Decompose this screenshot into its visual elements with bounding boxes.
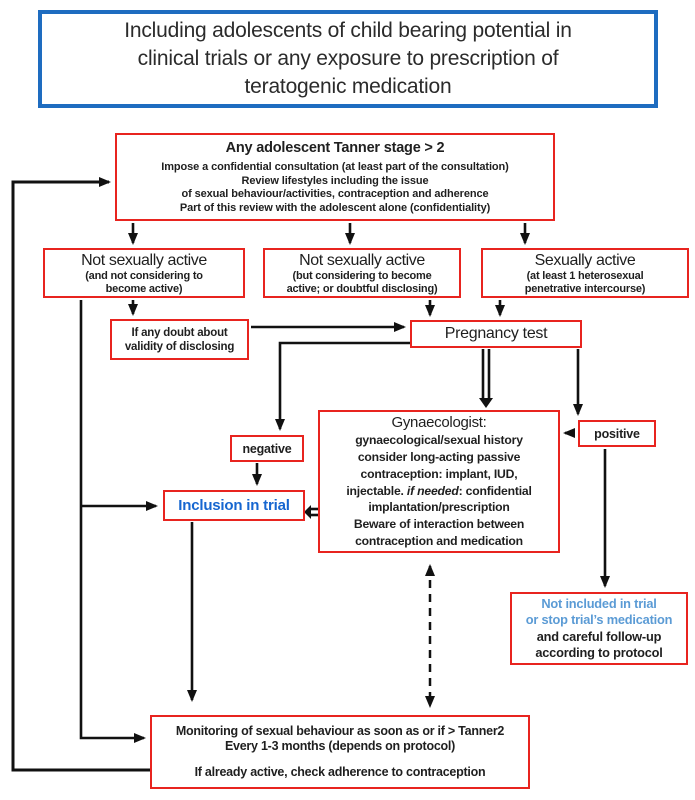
node-inclusion-in-trial: Inclusion in trial: [163, 490, 305, 521]
node-line-blue: or stop trial’s medication: [525, 612, 673, 627]
node-pregnancy-test: Pregnancy test: [410, 320, 582, 348]
node-sexually-active: Sexually active (at least 1 heterosexual…: [481, 248, 689, 298]
line-notactive1-to-monitoring: [79, 300, 146, 743]
node-not-sexually-active-2: Not sexually active (but considering to …: [263, 248, 461, 298]
node-not-included: Not included in trial or stop trial’s me…: [510, 592, 688, 665]
node-tanner-line: Impose a confidential consultation (at l…: [161, 161, 509, 173]
node-negative: negative: [230, 435, 304, 462]
node-line: contraception and medication: [355, 534, 523, 548]
node-line: Beware of interaction between: [353, 517, 525, 532]
node-positive: positive: [578, 420, 656, 447]
feedback-monitoring-to-tanner: [11, 177, 150, 772]
node-subline: (but considering to become: [292, 270, 432, 282]
node-doubt-validity: If any doubt about validity of disclosin…: [110, 319, 249, 360]
node-subline: (and not considering to: [85, 270, 203, 282]
node-tanner-line: of sexual behaviour/activities, contrace…: [181, 188, 489, 200]
node-line: and careful follow-up: [536, 628, 662, 644]
node-subline: penetrative intercourse): [524, 282, 646, 295]
node-line: implantation/prescription: [368, 500, 510, 515]
title-line: teratogenic medication: [244, 75, 452, 98]
node-label: Inclusion in trial: [178, 497, 290, 514]
title-line: clinical trials or any exposure to presc…: [137, 47, 559, 70]
arrowhead-pregnancy-to-gynaecologist: [479, 398, 493, 408]
title-line: Including adolescents of child bearing p…: [124, 19, 572, 42]
node-line: Monitoring of sexual behaviour as soon a…: [175, 723, 505, 738]
node-tanner-line: Review lifestyles including the issue: [241, 174, 429, 187]
node-header: Not sexually active: [81, 252, 207, 269]
node-label: positive: [594, 426, 640, 441]
node-tanner-header: Any adolescent Tanner stage > 2: [225, 140, 445, 156]
node-monitoring: Monitoring of sexual behaviour as soon a…: [150, 715, 530, 789]
node-line: consider long-acting passive: [357, 450, 521, 465]
node-header: Gynaecologist:: [391, 414, 487, 432]
node-label: Pregnancy test: [444, 325, 548, 342]
arrowhead-gynaecologist-to-inclusion: [304, 505, 311, 519]
node-line: Every 1-3 months (depends on protocol): [224, 739, 456, 754]
node-line-if-needed: injectable. if needed: confidential: [346, 483, 532, 498]
node-line: contraception: implant, IUD,: [360, 466, 518, 481]
node-line: validity of disclosing: [124, 340, 235, 353]
arrow-pregnancy-to-negative: [275, 341, 410, 431]
node-label: negative: [242, 441, 292, 456]
node-footer-line: If already active, check adherence to co…: [194, 764, 486, 779]
node-subline: (at least 1 heterosexual: [526, 270, 644, 282]
node-line-blue: Not included in trial: [541, 595, 657, 611]
node-subline: become active): [105, 282, 183, 295]
node-not-sexually-active-1: Not sexually active (and not considering…: [43, 248, 245, 298]
node-line: gynaecological/sexual history: [355, 433, 523, 448]
node-line: according to protocol: [535, 645, 663, 660]
node-subline: active; or doubtful disclosing): [286, 282, 438, 295]
node-header: Not sexually active: [299, 252, 425, 269]
node-gynaecologist: Gynaecologist: gynaecological/sexual his…: [318, 410, 560, 553]
node-tanner-stage: Any adolescent Tanner stage > 2 Impose a…: [115, 133, 555, 221]
node-tanner-line: Part of this review with the adolescent …: [179, 201, 491, 214]
node-line: If any doubt about: [131, 326, 228, 339]
node-header: Sexually active: [534, 252, 636, 269]
page-title: Including adolescents of child bearing p…: [38, 10, 658, 108]
